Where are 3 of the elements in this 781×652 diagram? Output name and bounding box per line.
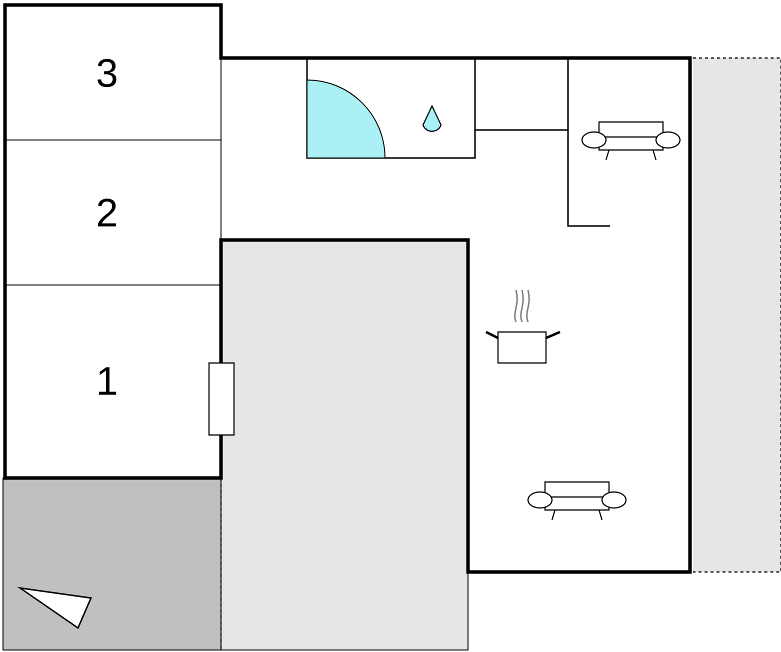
room-number: 2 <box>98 198 116 226</box>
room-number: 1 <box>98 367 116 395</box>
room-number: 3 <box>97 58 116 88</box>
